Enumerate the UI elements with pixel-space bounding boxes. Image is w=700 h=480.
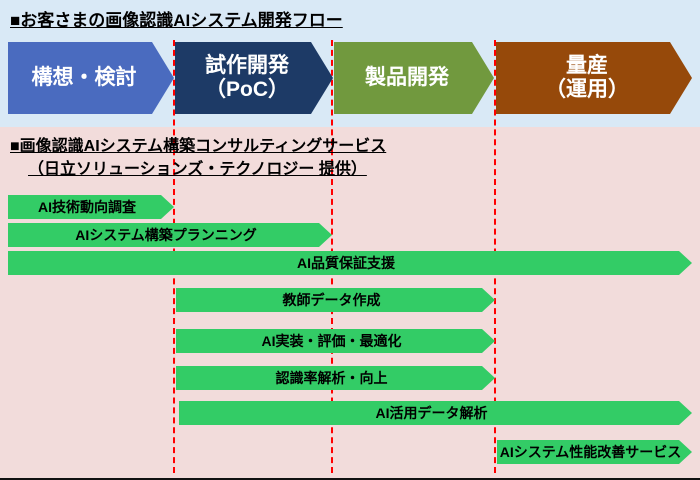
stage-label-concept: 構想・検討 <box>31 65 137 89</box>
service-bar-label: 認識率解析・向上 <box>275 370 388 386</box>
stage-arrow-product-dev: 製品開発 <box>334 42 494 114</box>
service-bar-ai-performance-improvement: AIシステム性能改善サービス <box>497 440 692 464</box>
service-bar-ai-trend-research: AI技術動向調査 <box>8 195 174 219</box>
service-bar-label: AIシステム性能改善サービス <box>499 444 682 460</box>
stage-label-product-dev: 製品開発 <box>365 65 449 89</box>
service-bar-recognition-rate-analysis: 認識率解析・向上 <box>176 366 495 390</box>
service-bar-ai-quality-assurance: AI品質保証支援 <box>8 251 692 275</box>
stage-arrow-concept: 構想・検討 <box>8 42 174 114</box>
service-bar-label: AI品質保証支援 <box>297 255 395 271</box>
stage-arrow-poc: 試作開発 （PoC） <box>175 42 333 114</box>
flow-section-title: ■お客さまの画像認識AIシステム開発フロー <box>10 11 343 30</box>
stage-arrow-mass-production: 量産 （運用） <box>496 42 692 114</box>
stage-label-mass-production: 量産 （運用） <box>545 53 629 101</box>
stage-label-poc: 試作開発 （PoC） <box>205 53 289 101</box>
service-bar-label: 教師データ作成 <box>282 292 381 308</box>
service-bar-ai-system-planning: AIシステム構築プランニング <box>8 223 332 247</box>
services-section-title: ■画像認識AIシステム構築コンサルティングサービス <box>10 138 387 155</box>
service-bar-label: AI活用データ解析 <box>375 405 488 421</box>
service-bar-ai-implementation-evaluation: AI実装・評価・最適化 <box>176 329 495 353</box>
service-bar-ai-data-analysis: AI活用データ解析 <box>179 401 692 425</box>
service-bar-label: AIシステム構築プランニング <box>75 227 257 243</box>
service-bar-label: AI技術動向調査 <box>38 199 136 215</box>
services-section-subtitle: （日立ソリューションズ・テクノロジー 提供） <box>28 161 367 178</box>
service-bar-label: AI実装・評価・最適化 <box>261 333 402 349</box>
service-bar-training-data-creation: 教師データ作成 <box>176 288 495 312</box>
